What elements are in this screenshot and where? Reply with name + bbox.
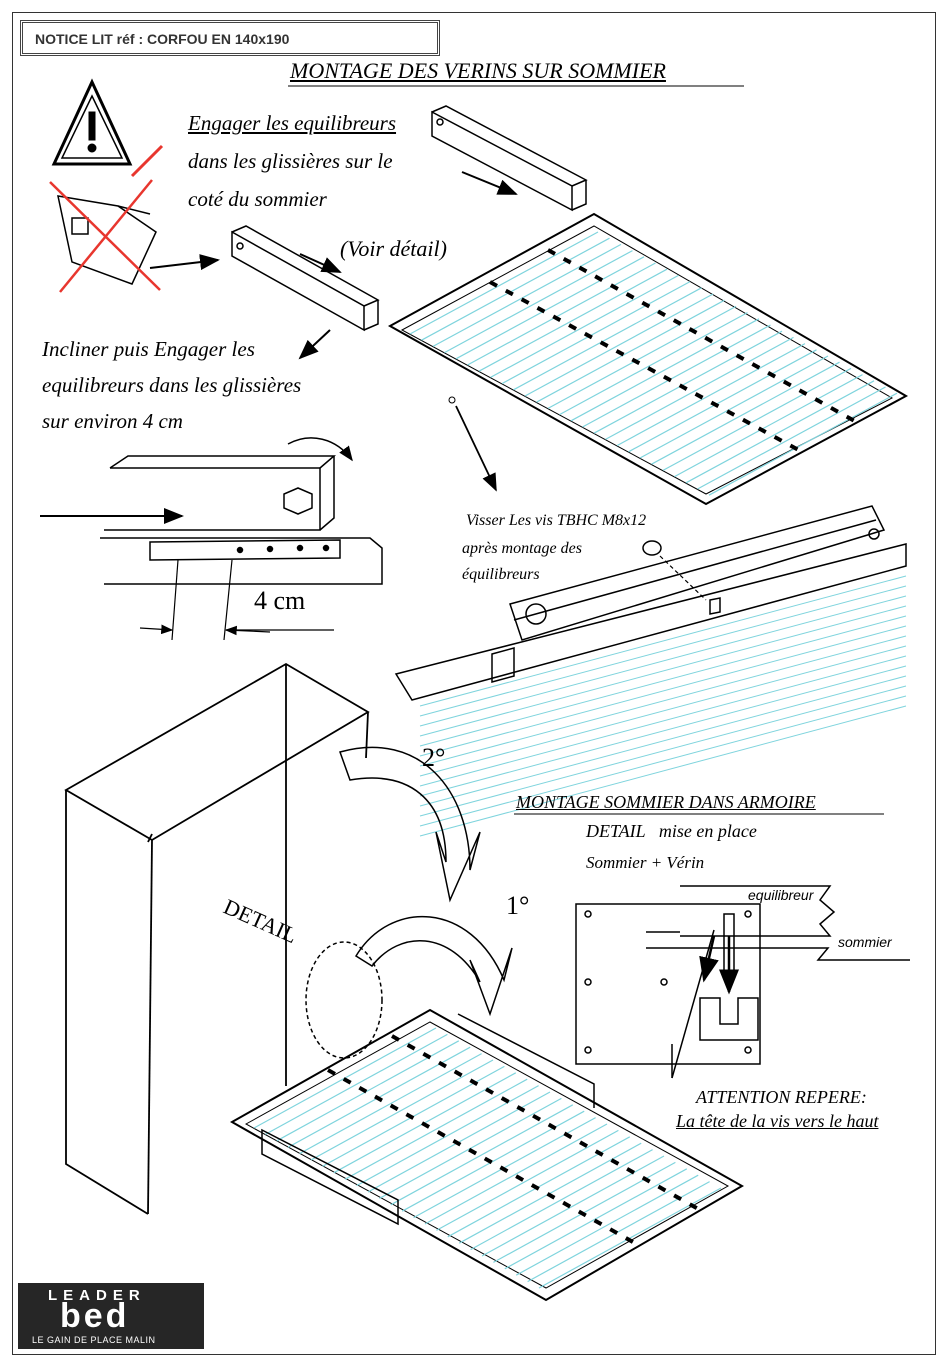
slat-line [432,243,622,347]
equilibreur-label: equilibreur [748,887,815,903]
slat-line [419,705,907,837]
screw-detail [394,505,907,837]
slat-line [467,262,656,366]
wrong-method-icon [49,144,164,293]
slat-line [419,695,907,827]
slat-line [559,312,748,416]
slat-line [470,1149,653,1251]
slat-line [513,287,702,391]
equilibreur-rail-mid [231,225,380,332]
main-title: MONTAGE DES VERINS SUR SOMMIER [290,58,666,83]
slat-line [356,1085,539,1187]
slat-line [419,595,907,727]
reference-header: NOTICE LIT réf : CORFOU EN 140x190 [20,20,440,56]
slat-line [419,635,907,767]
slat-line [547,305,737,409]
slat-line [605,336,794,440]
slat-line [524,293,714,397]
slat-line [639,355,829,459]
incliner-line-1: Incliner puis Engager les [42,337,255,361]
slat-line [419,645,907,777]
mounting-detail [575,885,910,1079]
step-1-label: 1° [506,891,529,920]
warning-icon [51,78,133,166]
incliner-line-2: equilibreurs dans les glissières [42,373,302,397]
slat-line [582,324,771,428]
slat-line [419,655,907,787]
engager-line-2: dans les glissières sur le [188,149,393,173]
slat-line [419,675,907,807]
slat-line [662,367,852,471]
slat-line [481,1155,665,1257]
slat-line [419,575,907,707]
logo-brand-top: LEADER [48,1287,146,1304]
slat-line [616,343,806,447]
slat-line [490,274,679,378]
engager-line-3: coté du sommier [188,187,327,211]
engager-line-1: Engager les equilibreurs [188,111,397,135]
slat-line [421,237,610,341]
slat-line [697,386,886,490]
dimension-line [139,559,334,641]
slat-line [651,361,840,465]
slat-line [455,256,645,360]
slat-line [515,1174,699,1276]
equilibreur-rail-top [431,105,588,212]
leaderbed-logo: LEADER bed LE GAIN DE PLACE MALIN [18,1283,204,1349]
slat-line [276,1040,460,1142]
rotation-arrows [305,746,513,1059]
dimension-label: 4 cm [254,586,306,615]
wardrobe-detail-label: DETAIL [220,894,301,948]
slat-line [344,1078,528,1180]
slat-line [685,380,875,484]
incliner-line-3: sur environ 4 cm [42,409,183,433]
slat-line [628,349,817,453]
slat-line [401,1110,585,1212]
sommier-bottom [229,1008,745,1302]
slat-line [708,392,898,496]
slat-line [265,1033,448,1135]
slat-line [436,1129,619,1231]
slat-line [419,665,907,797]
slat-line [299,1053,482,1155]
slat-line [390,1104,574,1206]
slat-line [478,268,668,372]
slat-line [424,1123,608,1225]
visser-line-3: équilibreurs [462,566,540,583]
slat-line [674,374,863,478]
visser-line-2: après montage des [462,540,582,557]
detail-line-1: DETAIL mise en place [586,821,757,841]
step-2-label: 2° [422,743,445,772]
slat-line [419,585,907,717]
logo-tagline: LE GAIN DE PLACE MALIN [32,1335,156,1345]
attention-line-1: ATTENTION REPERE: [696,1087,867,1107]
logo-brand-main: bed [60,1297,130,1335]
slat-line [593,330,783,434]
slat-line [409,231,599,335]
sommier-label: sommier [838,934,893,950]
slat-line [419,605,907,737]
detail-line-2: Sommier + Vérin [586,853,705,872]
voir-detail-label: (Voir détail) [340,236,447,261]
wardrobe [64,662,370,1215]
slat-line [570,318,760,422]
attention-line-2: La tête de la vis vers le haut [676,1111,879,1131]
slat-line [501,281,691,385]
slat-line [444,250,633,354]
page-border [12,12,936,1355]
armoire-title: MONTAGE SOMMIER DANS ARMOIRE [516,792,816,812]
sommier-top [387,212,909,506]
slat-line [419,685,907,817]
slat-line [536,299,725,403]
slat-line [419,625,907,757]
visser-line-1: Visser Les vis TBHC M8x12 [466,512,647,529]
slat-line [310,1059,494,1161]
insertion-detail [100,455,383,585]
slat-line [419,615,907,747]
